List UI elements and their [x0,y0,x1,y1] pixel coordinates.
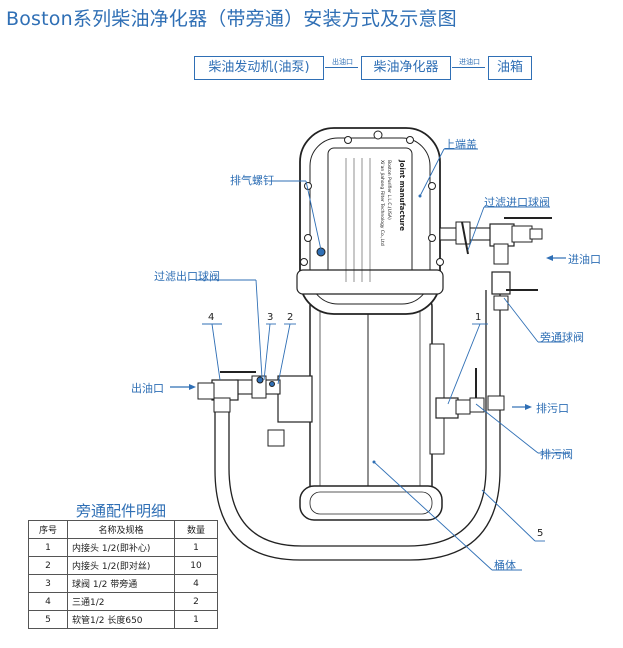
flow-arrow-1 [325,67,358,68]
label-inlet-ball-valve: 过滤进口球阀 [484,196,550,209]
page-title: Boston系列柴油净化器（带旁通）安装方式及示意图 [6,8,457,30]
number-3: 3 [267,312,274,323]
side-bracket-left [277,375,313,423]
label-drain-valve: 排污阀 [540,448,573,461]
label-barrel: 桶体 [494,559,516,572]
table-row: 3 球阀 1/2 带旁通 4 [28,574,218,593]
header-name: 名称及规格 [67,520,175,539]
table-row: 2 内接头 1/2(即对丝) 10 [28,556,218,575]
number-1: 1 [475,312,482,323]
number-4: 4 [208,312,215,323]
header-index: 序号 [28,520,68,539]
header-qty: 数量 [174,520,218,539]
inlet-valve-handle [461,221,469,255]
cell-index: 1 [28,538,68,557]
cell-name: 内接头 1/2(即对丝) [67,556,175,575]
hose-outer [214,290,501,561]
barrel-base [299,485,443,521]
label-outlet-ball-valve: 过滤出口球阀 [154,270,220,283]
label-top-cap: 上端盖 [444,138,477,151]
parts-table: 序号 名称及规格 数量 1 内接头 1/2(即补心) 1 2 内接头 1/2(即… [28,520,218,629]
cell-qty: 2 [174,592,218,611]
flow-arrow-1-label: 出油口 [332,58,353,66]
hose-inner [228,290,487,547]
label-inlet: 进油口 [568,253,601,266]
table-row: 4 三通1/2 2 [28,592,218,611]
cell-name: 软管1/2 长度650 [67,610,175,629]
flow-arrow-2 [452,67,485,68]
cell-index: 5 [28,610,68,629]
flow-box-purifier: 柴油净化器 [361,56,451,80]
cell-qty: 1 [174,538,218,557]
cell-name: 球阀 1/2 带旁通 [67,574,175,593]
drain-fitting [435,397,459,419]
cell-index: 4 [28,592,68,611]
cell-qty: 1 [174,610,218,629]
barrel-body [309,299,433,511]
parts-table-title: 旁通配件明细 [76,502,167,520]
number-2: 2 [287,312,294,323]
label-bypass-ball-valve: 旁通球阀 [540,331,584,344]
flow-box-engine: 柴油发动机(油泵) [194,56,324,80]
cell-qty: 10 [174,556,218,575]
cell-name: 内接头 1/2(即补心) [67,538,175,557]
label-outlet: 出油口 [131,382,164,395]
device-line1: Boston Purifier L.L.C.(USA) [386,160,392,220]
table-row: 1 内接头 1/2(即补心) 1 [28,538,218,557]
cell-name: 三通1/2 [67,592,175,611]
cell-qty: 4 [174,574,218,593]
parts-table-header: 序号 名称及规格 数量 [28,520,218,539]
bypass-valve [491,271,511,295]
device-brand: Joint manufacture [398,159,406,231]
flow-box-tank: 油箱 [488,56,532,80]
label-drain-port: 排污口 [536,402,569,415]
label-vent-screw: 排气螺钉 [230,174,274,187]
device-line2: Xi'an Jiahong Filter Technology Co.,Ltd [379,160,385,246]
cell-index: 3 [28,574,68,593]
number-5: 5 [537,528,544,539]
flow-arrow-2-label: 进油口 [459,58,480,66]
cell-index: 2 [28,556,68,575]
table-row: 5 软管1/2 长度650 1 [28,610,218,629]
